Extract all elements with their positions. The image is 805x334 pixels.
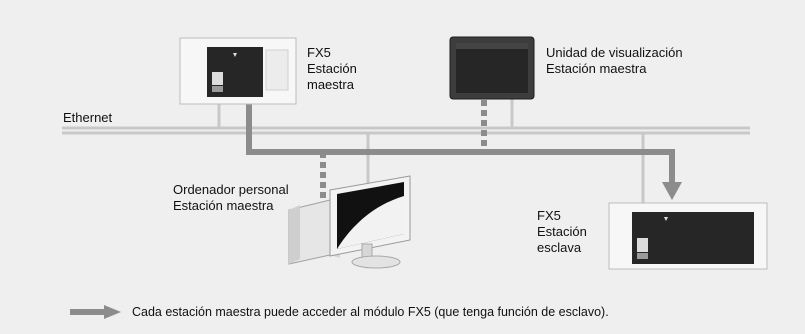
legend-note: Cada estación maestra puede acceder al m… bbox=[132, 305, 609, 319]
fx5-master-label: FX5 Estación maestra bbox=[307, 45, 357, 92]
access-path-master bbox=[246, 102, 675, 184]
fx5-slave-label: FX5 Estación esclava bbox=[537, 208, 587, 255]
pc-label: Ordenador personal Estación maestra bbox=[173, 182, 289, 213]
display-unit-label: Unidad de visualización Estación maestra bbox=[546, 45, 683, 76]
touch-panel-icon bbox=[449, 36, 535, 100]
access-arrow-head bbox=[662, 182, 682, 200]
ethernet-label: Ethernet bbox=[63, 110, 113, 125]
arrow-right-icon bbox=[70, 305, 121, 319]
plc-module-icon bbox=[179, 37, 297, 105]
plc-module-icon bbox=[608, 202, 768, 270]
desktop-computer-icon bbox=[288, 175, 411, 269]
